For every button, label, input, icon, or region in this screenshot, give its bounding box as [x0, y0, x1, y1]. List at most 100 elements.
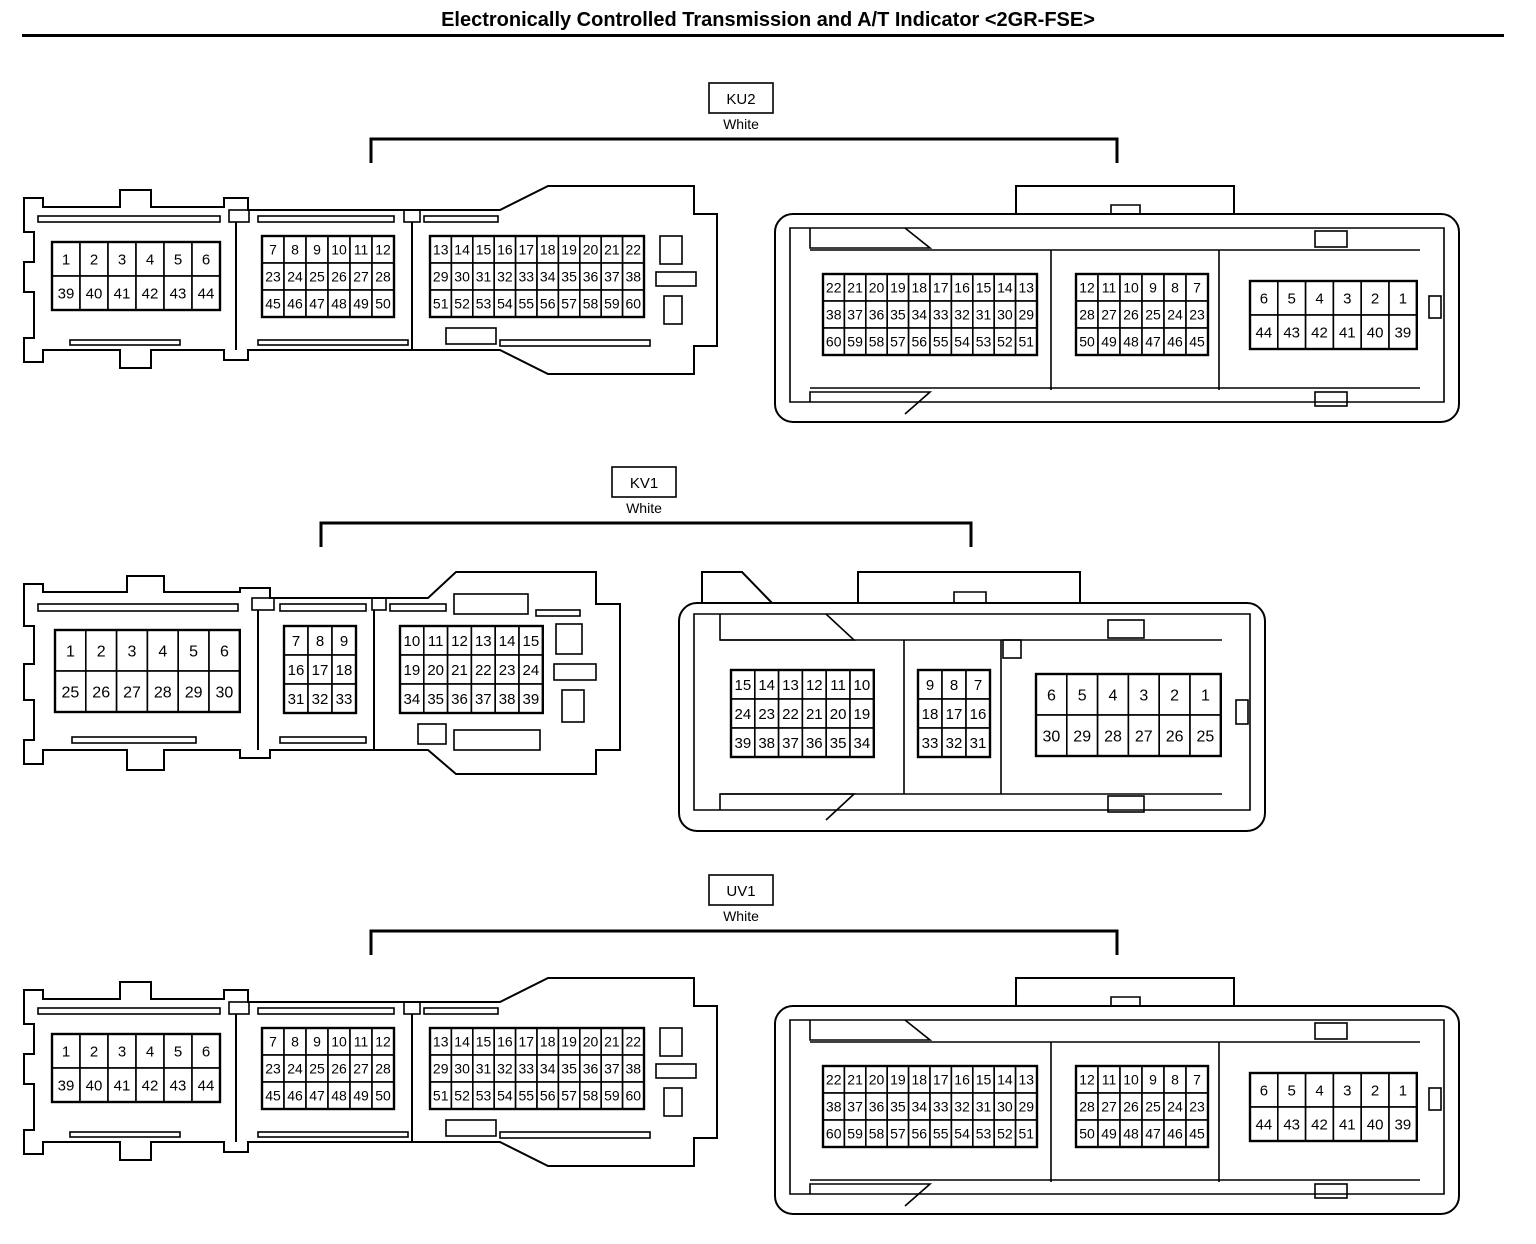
pin-number: 20 [869, 1072, 885, 1088]
pin-number: 17 [519, 1034, 535, 1050]
pin-number: 15 [976, 1072, 992, 1088]
pin-number: 26 [1166, 728, 1184, 745]
pin-number: 58 [869, 1126, 885, 1142]
pin-number: 9 [1149, 280, 1157, 296]
pin-number: 40 [1367, 1116, 1384, 1133]
pin-number: 22 [826, 1072, 842, 1088]
pin-number: 8 [1171, 1072, 1179, 1088]
pin-number: 20 [427, 662, 444, 679]
pin-number: 12 [1079, 280, 1095, 296]
bracket [369, 137, 1119, 163]
pin-group-frame [1248, 1071, 1419, 1143]
pin-number: 32 [497, 1061, 513, 1077]
pin-number: 48 [331, 296, 347, 312]
pin-number: 58 [869, 334, 885, 350]
pin-number: 28 [375, 269, 391, 285]
pin-number: 37 [847, 1099, 863, 1115]
pin-number: 15 [476, 242, 492, 258]
pin-number: 31 [970, 735, 987, 752]
guide-rail [423, 1007, 499, 1015]
pin-number: 6 [1260, 290, 1268, 307]
guide-rail [71, 736, 197, 744]
pin-number: 59 [604, 1088, 620, 1104]
key-tab [403, 209, 421, 223]
pin-cell [1035, 714, 1068, 757]
pin-group-frame [53, 628, 242, 714]
pin-number: 45 [1189, 334, 1205, 350]
pin-number: 29 [433, 269, 449, 285]
guide-rail [37, 215, 221, 223]
pin-number: 28 [1079, 1099, 1095, 1115]
pin-number: 32 [312, 691, 329, 708]
guide-rail [279, 736, 367, 744]
pin-number: 19 [854, 706, 871, 723]
title-underline [22, 34, 1504, 37]
pin-number: 16 [497, 242, 513, 258]
pin-number: 4 [1315, 290, 1323, 307]
pin-number: 60 [826, 334, 842, 350]
pin-number: 3 [1139, 687, 1148, 704]
pin-number: 23 [758, 706, 775, 723]
pin-number: 22 [782, 706, 799, 723]
pin-number: 4 [1109, 687, 1118, 704]
pin-number: 48 [1123, 334, 1139, 350]
pin-cell [307, 683, 333, 714]
pin-number: 33 [933, 307, 949, 323]
guide-rail [37, 603, 239, 612]
guide [809, 1019, 933, 1041]
pin-number: 17 [312, 662, 329, 679]
pin-number: 39 [58, 1077, 75, 1094]
pin-number: 10 [404, 633, 421, 650]
pin-number: 36 [451, 691, 468, 708]
pin-number: 26 [331, 1061, 347, 1077]
side-notch [1235, 699, 1249, 725]
pin-number: 58 [583, 296, 599, 312]
pin-number: 12 [375, 1034, 391, 1050]
pin-number: 1 [62, 1043, 70, 1060]
inner-frame [789, 1019, 1445, 1195]
pin-number: 44 [1256, 324, 1273, 341]
pin-number: 16 [497, 1034, 513, 1050]
pin-cell [1360, 1106, 1390, 1142]
pin-number: 31 [476, 1061, 492, 1077]
key-tab [1314, 1022, 1348, 1040]
pin-number: 21 [604, 1034, 620, 1050]
pin-number: 52 [454, 1088, 470, 1104]
pin-number: 54 [497, 1088, 513, 1104]
top-latch [1015, 977, 1235, 1006]
pin-number: 53 [976, 1126, 992, 1142]
pin-number: 7 [269, 242, 277, 258]
pin-number: 52 [454, 296, 470, 312]
pin-cell [1304, 1106, 1335, 1142]
pin-number: 12 [451, 633, 468, 650]
guide-rail [535, 609, 581, 617]
female-housing [774, 213, 1460, 423]
connector-code-box [611, 466, 677, 498]
pin-number: 25 [1145, 1099, 1161, 1115]
pin-cell [85, 670, 118, 713]
pin-number: 30 [1043, 728, 1061, 745]
pin-number: 3 [128, 643, 137, 660]
pin-number: 46 [287, 296, 303, 312]
pin-number: 9 [1149, 1072, 1157, 1088]
guide-rail [257, 1131, 409, 1138]
pin-number: 18 [540, 1034, 556, 1050]
pin-number: 24 [735, 706, 752, 723]
connector-color: White [723, 116, 759, 132]
pin-number: 2 [1371, 290, 1379, 307]
pin-number: 15 [735, 677, 752, 694]
pin-number: 8 [291, 1034, 299, 1050]
pin-number: 16 [970, 706, 987, 723]
pin-number: 57 [561, 1088, 577, 1104]
pin-number: 33 [519, 1061, 535, 1077]
pin-number: 19 [404, 662, 421, 679]
pin-number: 19 [890, 1072, 906, 1088]
pin-number: 27 [353, 269, 369, 285]
guide-rail [423, 215, 499, 223]
pin-number: 9 [313, 1034, 321, 1050]
lock-slot [561, 689, 585, 723]
key-tab [251, 597, 275, 611]
